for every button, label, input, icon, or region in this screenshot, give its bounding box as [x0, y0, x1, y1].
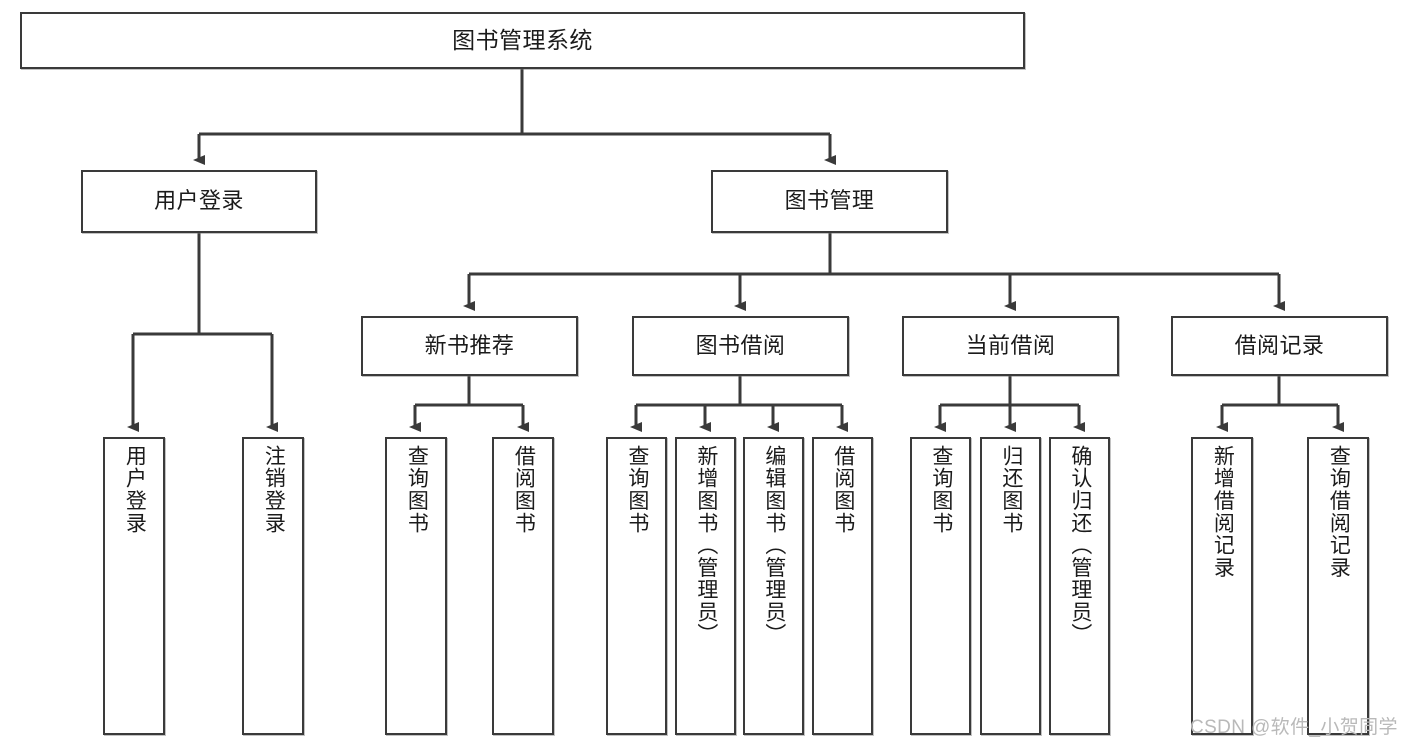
- node-label: 借阅记录: [1234, 332, 1325, 358]
- node-label: 查询图书: [405, 445, 429, 535]
- leaf-add-book-admin[interactable]: 新增图书（管理员）: [675, 437, 736, 735]
- node-label: 确认归还（管理员）: [1068, 445, 1092, 646]
- node-label: 新增借阅记录: [1211, 445, 1235, 579]
- node-book-borrowing[interactable]: 图书借阅: [632, 316, 849, 376]
- leaf-edit-book-admin[interactable]: 编辑图书（管理员）: [743, 437, 804, 735]
- leaf-query-borrow-record[interactable]: 查询借阅记录: [1307, 437, 1369, 735]
- node-label: 新书推荐: [424, 332, 515, 358]
- leaf-user-login[interactable]: 用户登录: [103, 437, 165, 735]
- node-label: 新增图书（管理员）: [694, 445, 718, 646]
- leaf-add-borrow-record[interactable]: 新增借阅记录: [1191, 437, 1253, 735]
- node-user-login[interactable]: 用户登录: [81, 170, 317, 233]
- leaf-return-book[interactable]: 归还图书: [980, 437, 1041, 735]
- node-label: 图书管理系统: [452, 26, 593, 53]
- node-current-borrowing[interactable]: 当前借阅: [902, 316, 1119, 376]
- watermark-text: CSDN @软件_小贺同学: [1190, 717, 1398, 738]
- node-book-management[interactable]: 图书管理: [711, 170, 948, 233]
- node-label: 查询图书: [929, 445, 953, 535]
- leaf-query-book-current[interactable]: 查询图书: [910, 437, 971, 735]
- leaf-confirm-return-admin[interactable]: 确认归还（管理员）: [1049, 437, 1110, 735]
- node-new-book-recommendation[interactable]: 新书推荐: [361, 316, 578, 376]
- node-label: 用户登录: [123, 445, 147, 535]
- node-label: 查询借阅记录: [1327, 445, 1351, 579]
- leaf-borrow-book-recommend[interactable]: 借阅图书: [492, 437, 554, 735]
- node-label: 图书借阅: [695, 332, 786, 358]
- node-label: 用户登录: [154, 188, 244, 214]
- node-label: 注销登录: [262, 445, 286, 535]
- leaf-borrow-book[interactable]: 借阅图书: [812, 437, 873, 735]
- node-borrowing-record[interactable]: 借阅记录: [1171, 316, 1388, 376]
- node-label: 查询图书: [625, 445, 649, 535]
- node-root-book-management-system[interactable]: 图书管理系统: [20, 12, 1025, 69]
- node-label: 编辑图书（管理员）: [762, 445, 786, 646]
- node-label: 图书管理: [784, 188, 875, 214]
- leaf-query-book-borrow[interactable]: 查询图书: [606, 437, 667, 735]
- node-label: 归还图书: [999, 445, 1023, 535]
- node-label: 借阅图书: [512, 445, 536, 535]
- leaf-logout[interactable]: 注销登录: [242, 437, 304, 735]
- node-label: 当前借阅: [965, 332, 1056, 358]
- leaf-query-book-recommend[interactable]: 查询图书: [385, 437, 447, 735]
- node-label: 借阅图书: [831, 445, 855, 535]
